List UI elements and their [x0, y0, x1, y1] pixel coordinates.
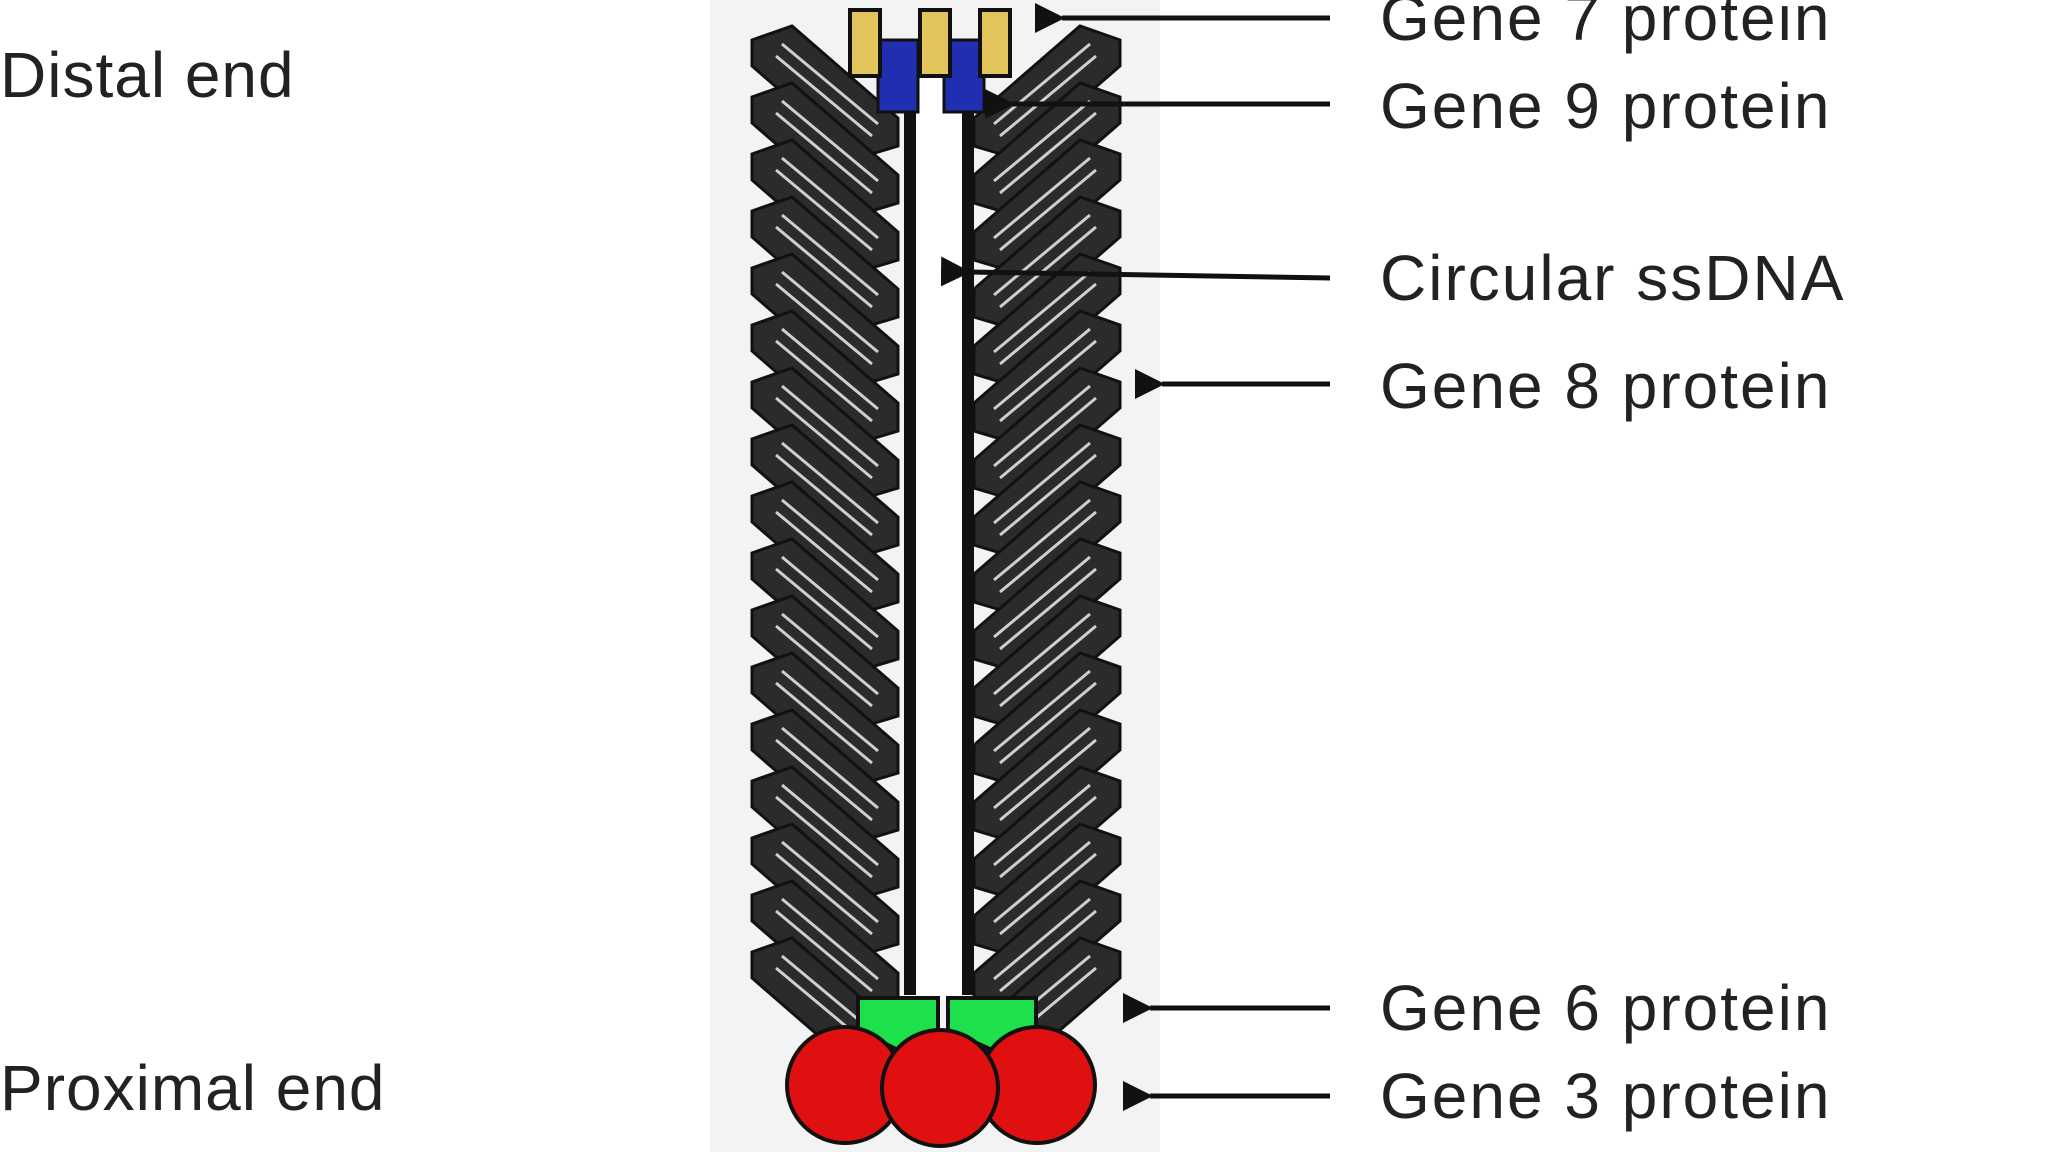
proximal-end-label: Proximal end	[0, 1052, 386, 1124]
gene8-protein-subunit	[750, 651, 900, 787]
gene9-protein-unit	[876, 38, 920, 114]
gene7-protein-unit	[978, 8, 1012, 78]
gene8-protein-subunit	[972, 651, 1122, 787]
gene7-label: Gene 7 protein	[1380, 0, 1831, 54]
gene6-label: Gene 6 protein	[1380, 972, 1831, 1044]
gene8-protein-subunit	[750, 24, 900, 160]
ssdna-arrow	[940, 256, 1331, 287]
gene8-label: Gene 8 protein	[1380, 350, 1831, 422]
distal-end-label: Distal end	[0, 39, 295, 111]
ssdna-label: Circular ssDNA	[1380, 242, 1845, 314]
gene8-protein-subunit	[750, 195, 900, 331]
gene7-protein-unit	[848, 8, 882, 78]
gene7-protein-unit	[918, 8, 952, 78]
gene8-protein-subunit	[750, 537, 900, 673]
gene8-protein-subunit	[750, 423, 900, 559]
gene8-protein-subunit	[750, 366, 900, 502]
gene8-protein-subunit	[750, 138, 900, 274]
gene8-protein-subunit	[972, 252, 1122, 388]
coat-right-column	[972, 24, 1122, 1072]
gene3-protein-unit	[880, 1028, 1000, 1148]
gene8-protein-subunit	[750, 822, 900, 958]
gene3-label: Gene 3 protein	[1380, 1060, 1831, 1132]
gene8-protein-subunit	[750, 309, 900, 445]
gene8-protein-subunit	[750, 765, 900, 901]
gene7-protein-cap	[848, 8, 1012, 78]
gene8-protein-subunit	[750, 81, 900, 217]
gene3-protein-cap	[785, 1025, 1097, 1148]
gene8-protein-subunit	[750, 252, 900, 388]
gene8-protein-subunit	[750, 708, 900, 844]
gene8-protein-subunit	[972, 309, 1122, 445]
coat-left-column	[750, 24, 900, 1072]
gene9-label: Gene 9 protein	[1380, 70, 1831, 142]
gene8-protein-subunit	[750, 480, 900, 616]
gene8-protein-subunit	[750, 594, 900, 730]
gene8-protein-subunit	[972, 138, 1122, 274]
